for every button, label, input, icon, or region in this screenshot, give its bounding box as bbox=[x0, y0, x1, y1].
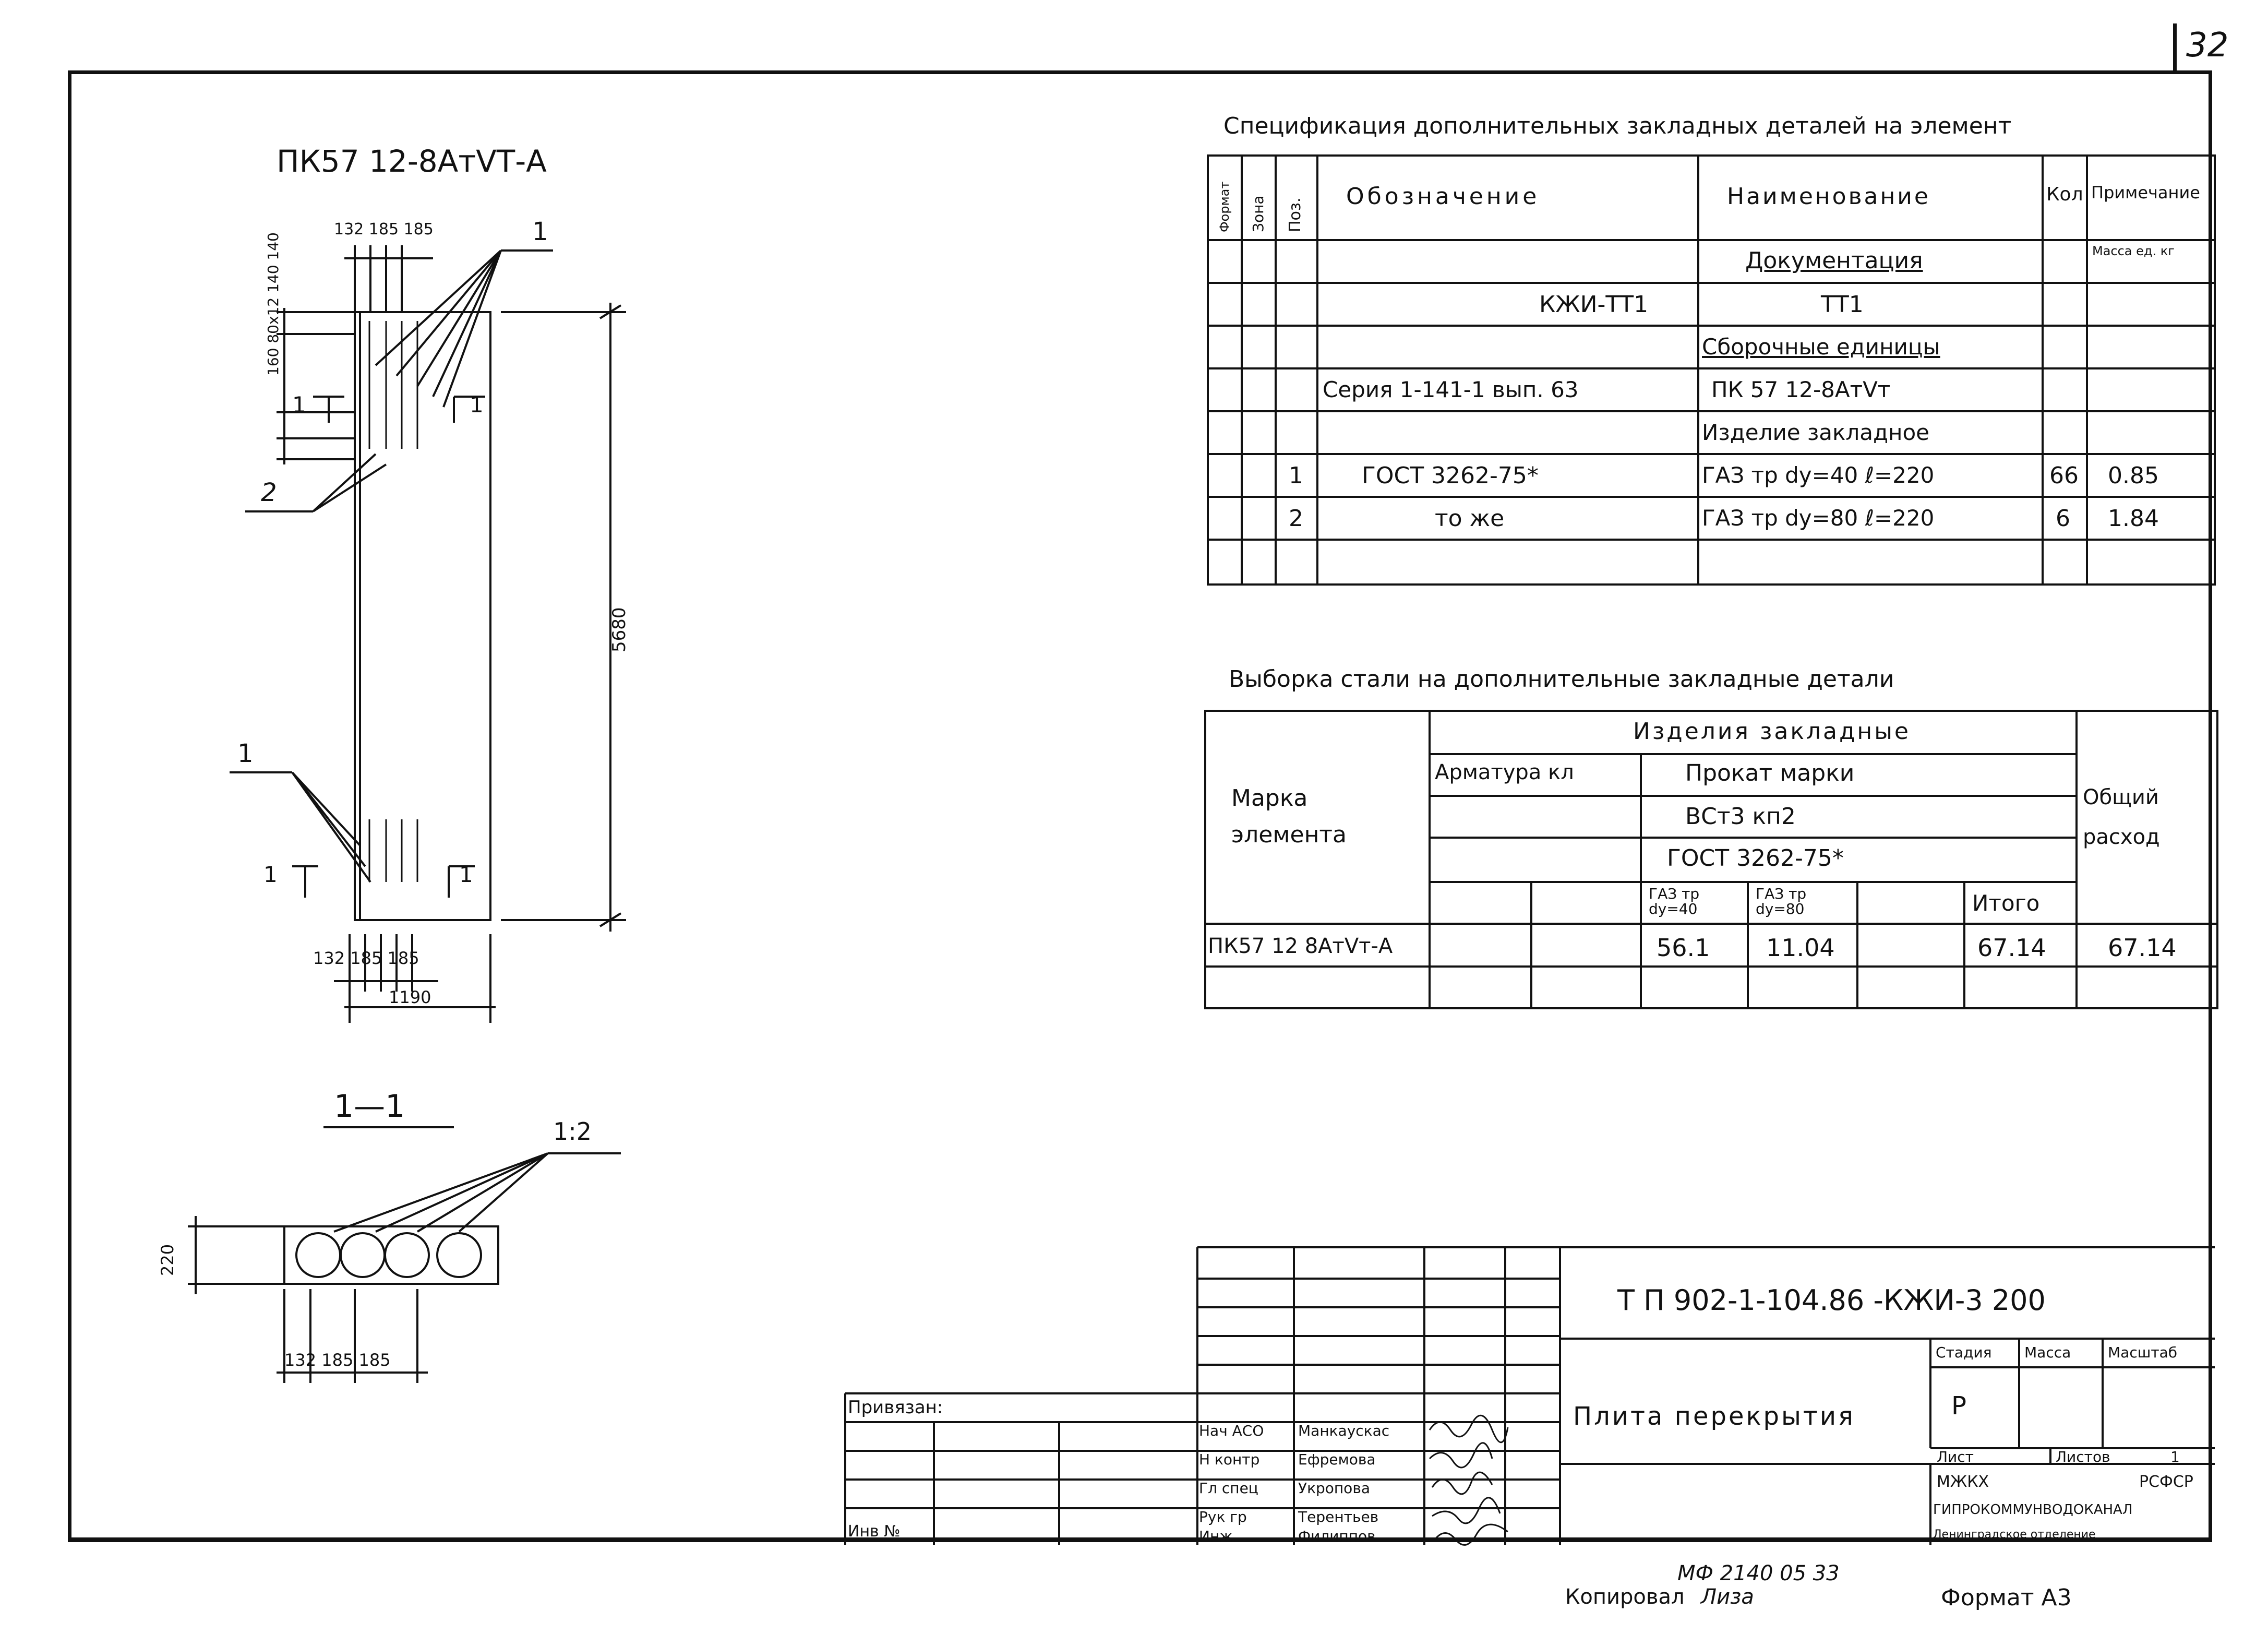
mass-header: Масса bbox=[2024, 1344, 2071, 1361]
section-mark-bottom-left: 1 bbox=[263, 862, 278, 887]
inv-label: Инв № bbox=[848, 1522, 901, 1541]
spec-row-7-pos: 2 bbox=[1289, 505, 1303, 532]
spec-row-2-designation: КЖИ-ТТ1 bbox=[1539, 291, 1649, 318]
steel-header-d80: ГАЗ тр dy=80 bbox=[1756, 885, 1807, 918]
org-2: РСФСР bbox=[2139, 1473, 2193, 1491]
width-dim: 1190 bbox=[389, 987, 431, 1007]
sheet-number: 32 bbox=[2186, 26, 2229, 65]
role-2-name: Ефремова bbox=[1298, 1451, 1376, 1468]
org-1: МЖКХ bbox=[1937, 1473, 1989, 1491]
role-5: Инж bbox=[1199, 1528, 1233, 1545]
footer-format: Формат А3 bbox=[1941, 1584, 2072, 1611]
drawing-frame bbox=[68, 70, 2212, 1542]
spec-header-qty: Кол bbox=[2046, 184, 2083, 205]
sheet-header: Лист bbox=[1937, 1448, 1974, 1465]
steel-header-rolled: Прокат марки bbox=[1685, 760, 1855, 786]
steel-row-d40: 56.1 bbox=[1657, 934, 1710, 962]
spec-row-4-name: ПК 57 12-8АтVт bbox=[1711, 377, 1891, 402]
role-5-name: Филиппов bbox=[1298, 1528, 1376, 1545]
section-mark-top-right: 1 bbox=[470, 392, 484, 418]
spec-row-4-designation: Серия 1-141-1 вып. 63 bbox=[1323, 377, 1579, 402]
role-3-name: Укропова bbox=[1298, 1480, 1370, 1497]
section-mark-bottom-right: 1 bbox=[459, 862, 473, 887]
sheets-value: 1 bbox=[2170, 1448, 2180, 1465]
steel-header-total: Итого bbox=[1972, 890, 2040, 916]
spec-row-7-qty: 6 bbox=[2056, 505, 2070, 532]
spec-row-6-qty: 66 bbox=[2049, 462, 2079, 489]
callout-1-top: 1 bbox=[532, 217, 548, 246]
bottom-dims: 132 185 185 bbox=[313, 948, 419, 968]
section-title: 1—1 bbox=[334, 1088, 405, 1125]
spec-header-name: Наименование bbox=[1727, 183, 1930, 210]
steel-header-items: Изделия закладные bbox=[1633, 718, 1911, 745]
stage-value: Р bbox=[1951, 1391, 1966, 1421]
spec-row-5-name: Изделие закладное bbox=[1702, 420, 1930, 445]
top-dims: 132 185 185 bbox=[334, 220, 434, 238]
role-4-name: Терентьев bbox=[1298, 1508, 1379, 1525]
footer-copied: Копировал bbox=[1565, 1585, 1685, 1609]
spec-row-1-name: Документация bbox=[1745, 247, 1923, 274]
sheets-header: Листов bbox=[2056, 1448, 2110, 1465]
spec-row-6-note: 0.85 bbox=[2108, 462, 2159, 489]
spec-header-note: Примечание bbox=[2091, 183, 2200, 202]
org-4: Ленинградское отделение bbox=[1933, 1528, 2096, 1541]
steel-row-d80: 11.04 bbox=[1766, 934, 1835, 962]
spec-title: Спецификация дополнительных закладных де… bbox=[1223, 113, 2012, 139]
drawing-code: Т П 902-1-104.86 -КЖИ-3 200 bbox=[1617, 1284, 2046, 1317]
section-dims: 132 185 185 bbox=[284, 1350, 391, 1370]
spec-row-6-name: ГАЗ тр dy=40 ℓ=220 bbox=[1702, 462, 1935, 488]
spec-row-2-name: ТТ1 bbox=[1821, 291, 1864, 318]
stage-header: Стадия bbox=[1936, 1344, 1992, 1361]
role-3: Гл спец bbox=[1199, 1480, 1258, 1497]
steel-header-overall: Общий расход bbox=[2083, 785, 2160, 849]
section-scale: 1:2 bbox=[553, 1117, 592, 1146]
spec-row-7-note: 1.84 bbox=[2108, 505, 2159, 532]
org-3: ГИПРОКОММУНВОДОКАНАЛ bbox=[1933, 1502, 2133, 1518]
spec-row-7-designation: то же bbox=[1435, 505, 1505, 532]
role-1-name: Манкаускас bbox=[1298, 1422, 1390, 1439]
callout-1-bottom: 1 bbox=[237, 739, 254, 768]
scale-header: Масштаб bbox=[2108, 1344, 2178, 1361]
footer-copier: Лиза bbox=[1701, 1585, 1754, 1609]
steel-header-gost: ГОСТ 3262-75* bbox=[1667, 845, 1844, 872]
steel-header-mark: Марка элемента bbox=[1231, 785, 1347, 849]
spec-row-6-designation: ГОСТ 3262-75* bbox=[1362, 462, 1539, 489]
steel-header-rebar: Арматура кл bbox=[1435, 760, 1574, 784]
drawing-name: Плита перекрытия bbox=[1573, 1402, 1855, 1431]
role-2: Н контр bbox=[1199, 1451, 1260, 1468]
role-4: Рук гр bbox=[1199, 1508, 1247, 1525]
spec-header-designation: Обозначение bbox=[1346, 183, 1540, 210]
section-mark-top-left: 1 bbox=[292, 392, 306, 418]
spec-header-mass: Масса ед. кг bbox=[2092, 244, 2175, 258]
sheet-tab bbox=[2173, 23, 2177, 70]
role-1: Нач АСО bbox=[1199, 1422, 1264, 1439]
bound-label: Привязан: bbox=[848, 1397, 943, 1418]
steel-row-total: 67.14 bbox=[1977, 934, 2046, 962]
steel-header-grade: ВСт3 кп2 bbox=[1685, 803, 1796, 830]
spec-row-6-pos: 1 bbox=[1289, 462, 1303, 489]
element-title: ПК57 12-8АтVТ-А bbox=[277, 144, 547, 179]
callout-2: 2 bbox=[261, 478, 277, 507]
steel-row-mark: ПК57 12 8АтVт-А bbox=[1208, 934, 1393, 958]
footer-mf: МФ 2140 05 33 bbox=[1677, 1561, 1840, 1585]
steel-header-d40: ГАЗ тр dy=40 bbox=[1649, 885, 1700, 918]
steel-row-overall: 67.14 bbox=[2108, 934, 2177, 962]
spec-row-3-name: Сборочные единицы bbox=[1702, 334, 1940, 360]
steel-title: Выборка стали на дополнительные закладны… bbox=[1229, 666, 1894, 693]
spec-row-7-name: ГАЗ тр dy=80 ℓ=220 bbox=[1702, 505, 1935, 531]
